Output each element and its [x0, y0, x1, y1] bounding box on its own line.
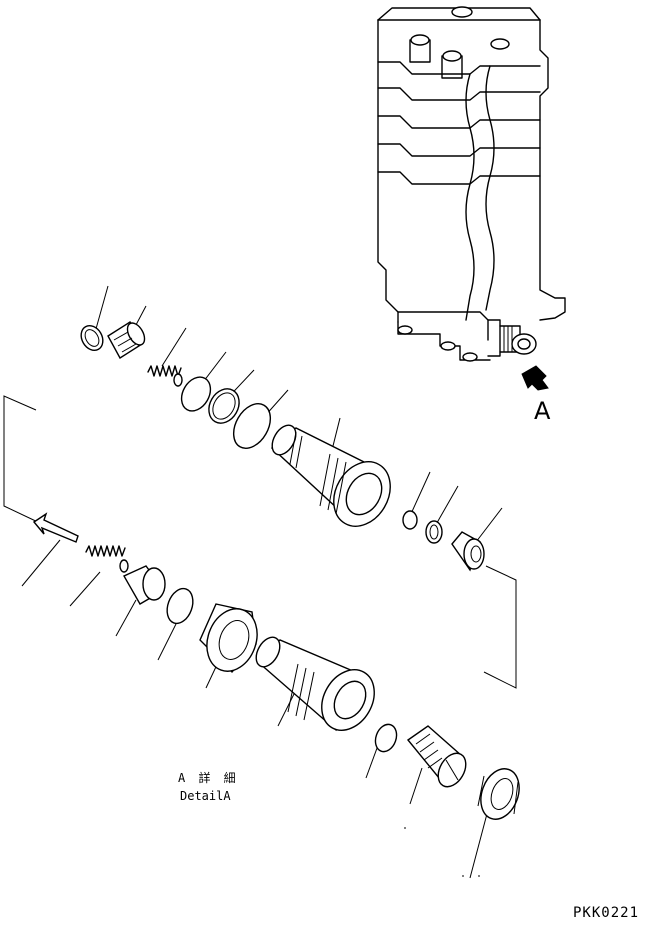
upper-parts-row: [80, 285, 503, 572]
detail-caption-japanese: A 詳 細: [178, 771, 239, 785]
detail-caption-english: DetailA: [180, 789, 231, 803]
lower-parts-row: [21, 512, 520, 879]
drawing-code: PKK0221: [573, 905, 640, 921]
connection-lines: [3, 395, 517, 689]
view-arrow-icon: [521, 365, 549, 391]
control-valve-body: [377, 6, 566, 362]
view-label: A: [534, 397, 551, 425]
